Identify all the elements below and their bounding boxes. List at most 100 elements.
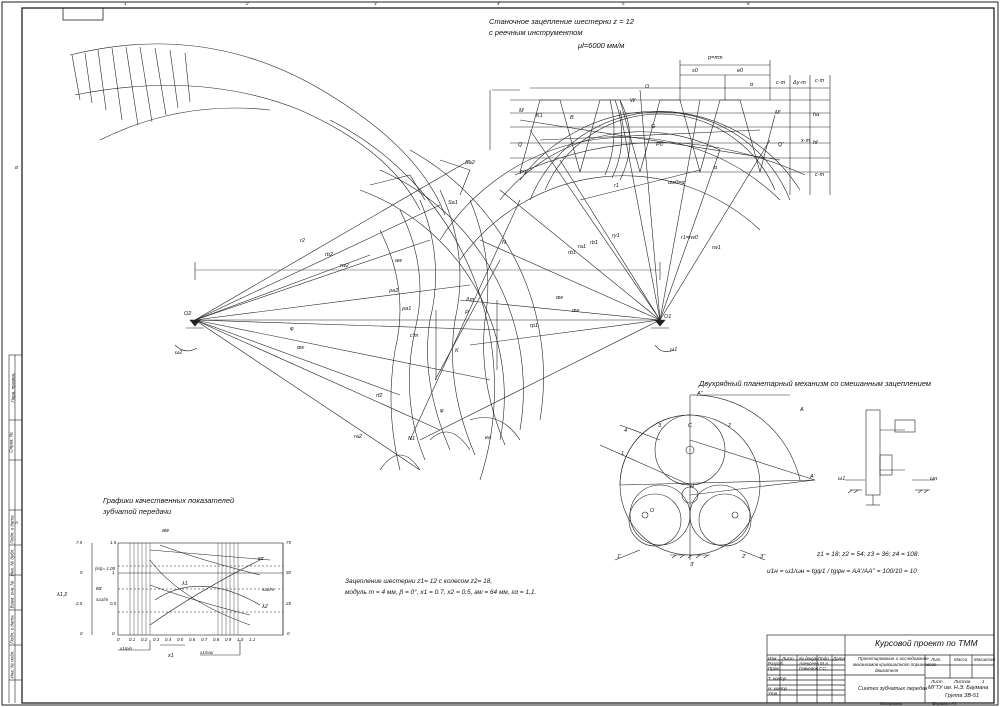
side-stamp-cell: Подп. и дата: [9, 615, 15, 644]
legend-sa1: sa1/m: [96, 597, 109, 602]
planetary-ratio: u1н = ω1/ωн = tgψ1 / tgψн = AA'/AA'' = 1…: [767, 568, 917, 575]
label-delta-ym: Δy·m: [793, 80, 806, 86]
tick-x: 0: [117, 637, 120, 642]
legend-aw: aw: [162, 528, 170, 534]
tb-row-label: Т. контр.: [768, 676, 788, 681]
tb-col-mass: Масса: [954, 657, 968, 662]
label-rp1: rp1: [530, 323, 538, 329]
tick-mid: 0.5: [110, 601, 117, 606]
rack-cutting-drawing: [489, 60, 831, 321]
tick-x: 0.8: [213, 637, 220, 642]
label-r1: r1: [614, 183, 619, 189]
legend-eps-right: εα: [258, 556, 264, 562]
tick-x: 0.7: [201, 637, 208, 642]
tb-row-label: Подп.: [818, 656, 830, 661]
label-ra1: ra1: [578, 244, 586, 250]
label-xm: x·m: [801, 138, 811, 144]
upper-left-tooth-profile: [69, 43, 446, 216]
label-alpha-w1: αw: [297, 345, 305, 351]
label-phi1: φ: [290, 326, 294, 332]
label-O: O: [645, 84, 650, 90]
legend-x1: x1: [168, 653, 174, 659]
label-omega1-planet: ω1: [838, 476, 846, 482]
side-stamp-cell: Инв. № дубл.: [9, 548, 15, 577]
label-cm-side: c·m: [776, 80, 786, 86]
title-block-lines: [766, 634, 995, 704]
label-3: 3: [658, 423, 662, 429]
rack-title-line2: с реечным инструментом: [489, 28, 583, 37]
tick-x: 0.2: [141, 637, 148, 642]
tick-x: 1.0: [237, 637, 244, 642]
legend-lambda12: λ1,2: [57, 592, 68, 598]
label-B: B: [570, 115, 574, 121]
label-alpha-w3: αw: [572, 308, 580, 314]
tick-x: 0.4: [165, 637, 172, 642]
side-stamp-cell: Справ. №: [8, 432, 14, 453]
label-O-planet: O: [650, 508, 655, 514]
label-aw0: αw0=α: [668, 180, 685, 186]
tb-copied: Копировал: [880, 701, 903, 706]
label-W: W: [630, 98, 636, 104]
legend-x1max: x1max: [200, 650, 214, 655]
label-Q-prime: Q': [778, 142, 784, 148]
zone-number: 2: [246, 1, 249, 6]
tick-mid: 1: [112, 570, 115, 575]
zone-number: 6: [747, 1, 750, 6]
legend-lambda1: λ1: [182, 581, 188, 587]
quality-graphs: [91, 542, 284, 656]
zone-number: 4: [497, 1, 500, 6]
label-rho-a1: ρa1: [402, 306, 412, 312]
legend-sa2: sa2/m: [262, 587, 275, 592]
label-3-dprime: 3'': [760, 554, 766, 560]
tick-left: 7.5: [76, 540, 83, 545]
label-alpha: α: [750, 82, 754, 88]
left-stamp-strip: [8, 354, 22, 703]
label-P1: P1: [520, 170, 527, 176]
label-alpha2: α: [714, 165, 718, 171]
label-omega-h: ωн: [930, 476, 938, 482]
tb-row-label: Дата: [833, 656, 845, 661]
label-s0: s0: [692, 68, 698, 74]
tb-col-scale: Масштаб: [974, 657, 996, 662]
tick-right: 0: [287, 631, 290, 636]
tick-left: 0: [80, 631, 83, 636]
label-e0: e0: [737, 68, 744, 74]
label-C: C: [688, 423, 692, 429]
label-ra2: ra2: [354, 434, 362, 440]
legend-eps-limit: (εα)= 1.05: [95, 566, 116, 571]
label-A-prime: A': [810, 474, 815, 480]
planetary-drawing: [599, 394, 816, 561]
label-2: 2: [728, 423, 732, 429]
tick-x: 0.6: [189, 637, 196, 642]
tb-sheets-label: Листов: [954, 679, 971, 684]
tb-row-label: Утв.: [768, 691, 779, 696]
side-stamp-cell: Взам. инв. №: [9, 580, 15, 609]
label-r2: r2: [300, 238, 305, 244]
tb-row-label: № докум.: [799, 656, 819, 661]
tb-row-label: Пров.: [768, 666, 780, 671]
label-rho-a2: ρa2: [389, 288, 399, 294]
label-ha: ha: [813, 112, 820, 118]
label-O2: O2: [184, 311, 192, 317]
label-cm-top: c·m: [815, 78, 825, 84]
organization-line1: МГТУ им. Н.Э. Баумана: [928, 685, 989, 691]
mesh-description-line2: модуль m = 4 мм, β = 0°, x1 = 0.7, x2 = …: [345, 589, 537, 596]
label-Q: Q: [518, 142, 523, 148]
tick-right: 75: [286, 540, 292, 545]
tb-row-label: Разраб.: [768, 661, 785, 666]
label-ea: ea: [485, 435, 492, 441]
rack-title-line1: Станочное зацепление шестерни z = 12: [489, 17, 634, 26]
tb-checker: Гевкелов Г.С.: [799, 666, 827, 671]
label-phi2: φ: [440, 408, 444, 414]
kinematic-scheme: [845, 409, 935, 506]
organization-line2: Группа ЗВ-51: [945, 693, 980, 699]
label-2-prime: 2': [742, 554, 747, 560]
label-hf: hf: [813, 140, 818, 146]
zone-letter: A: [15, 520, 19, 525]
label-omega2: ω2: [175, 350, 183, 356]
gear-pair-drawing: [174, 99, 801, 481]
graphs-title-line2: зубчатой передачи: [103, 507, 172, 516]
tick-x: 1.1: [249, 637, 256, 642]
label-M-prime: M': [775, 110, 781, 116]
